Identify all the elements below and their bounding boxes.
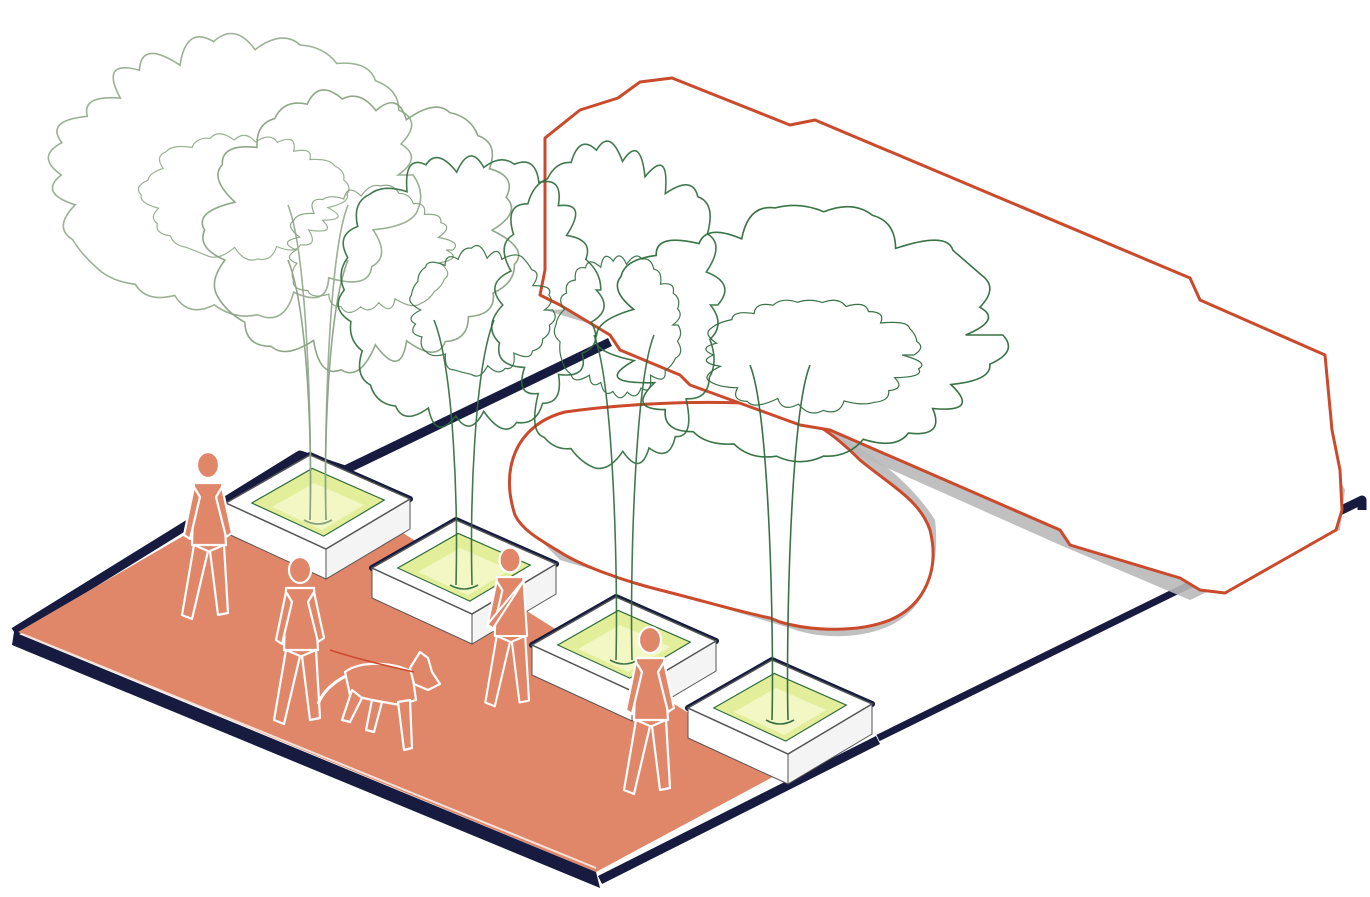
tree-5: [594, 204, 1010, 725]
trees: [47, 32, 1010, 725]
pedestrian-phone: [484, 546, 531, 708]
block-border-front-right: [597, 735, 881, 885]
truck-outline: [538, 76, 1344, 595]
sidewalk-side-edge: [12, 632, 600, 888]
tree-4: [490, 140, 726, 665]
block-border-road-edge: [876, 578, 1197, 742]
car-outline: [507, 400, 935, 631]
sidewalk-edge-highlight: [21, 633, 597, 869]
pedestrian-with-dog: [272, 555, 326, 726]
pedestrian-woman: [622, 625, 676, 796]
pedestrians: [180, 450, 676, 796]
tree-3: [337, 155, 605, 590]
dog: [316, 649, 442, 752]
pedestrian-walking-backpack: [180, 450, 234, 621]
vehicles: [507, 76, 1345, 637]
dog-leash: [329, 649, 415, 673]
planter-4: [685, 657, 875, 785]
